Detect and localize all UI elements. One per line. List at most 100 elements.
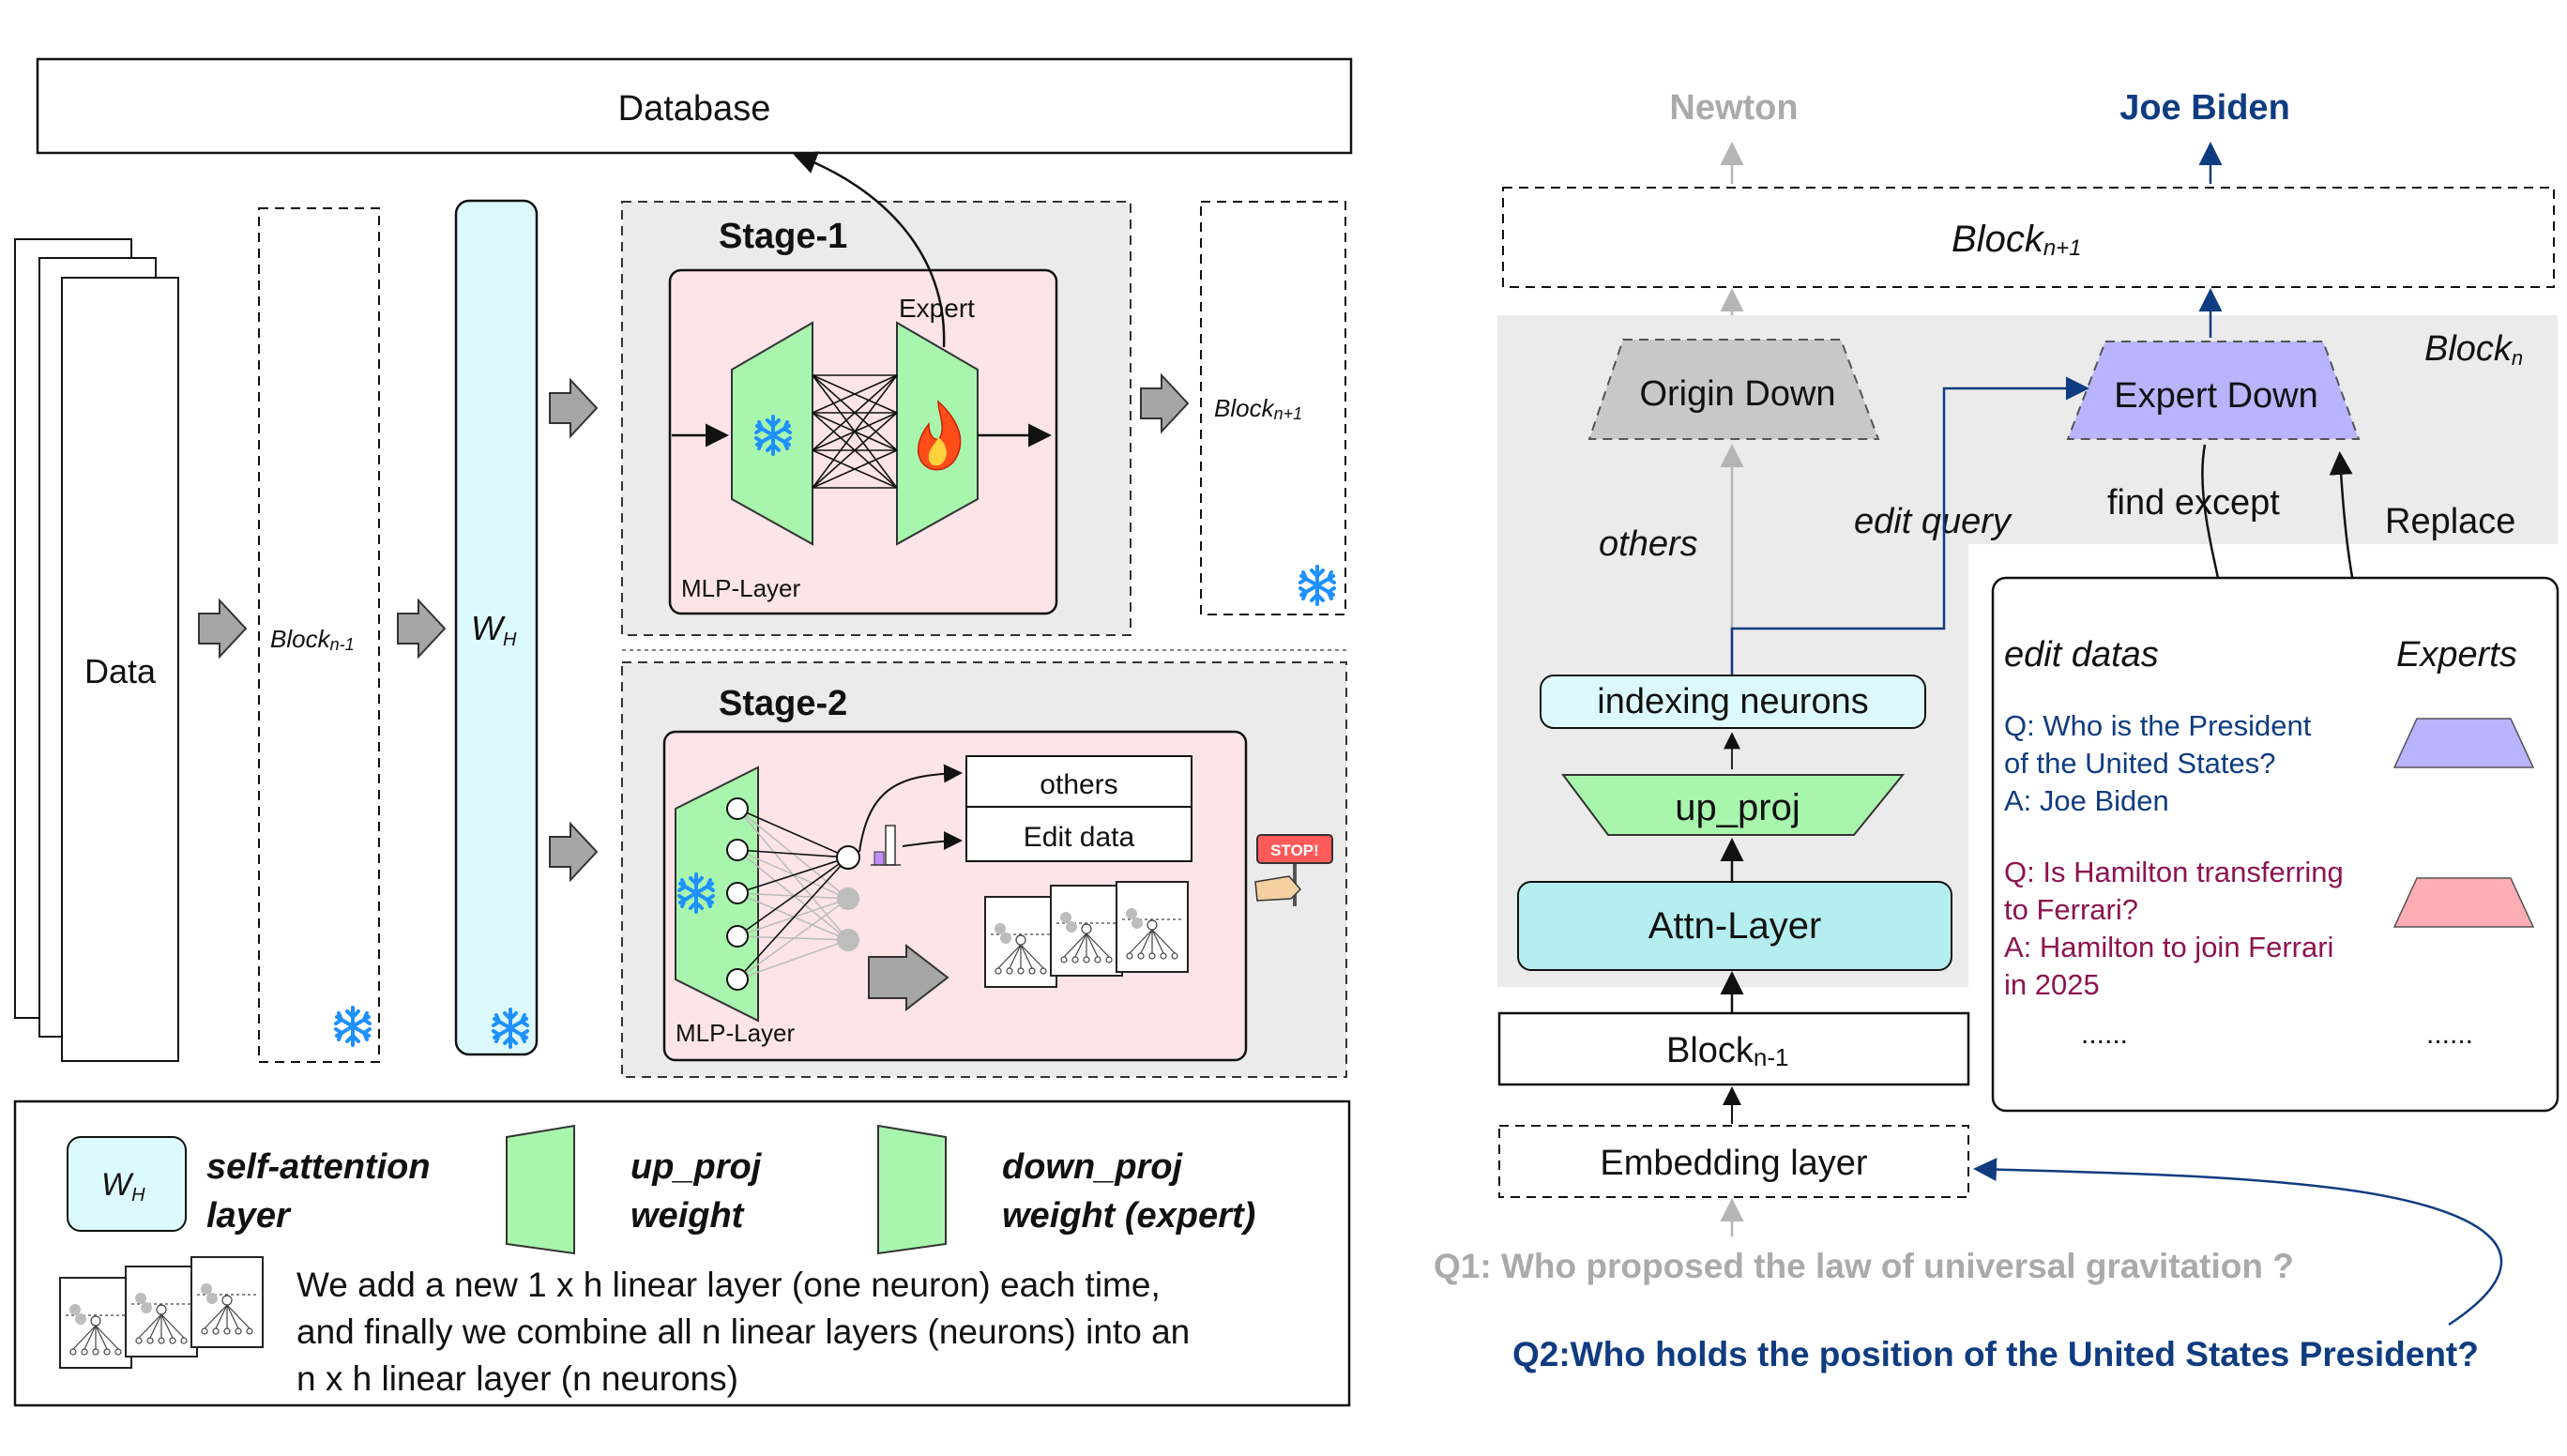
- wh-sub: H: [503, 629, 517, 650]
- block-next-right: Blockn+1: [1502, 187, 2555, 288]
- legend-down-proj-1: down_proj: [1002, 1147, 1184, 1187]
- bar-chart-icon: [871, 825, 901, 866]
- down-proj-trapezoid: [896, 321, 979, 546]
- others-route-label: others: [1599, 524, 1698, 564]
- legend-up-proj-1: up_proj: [630, 1147, 763, 1187]
- expert-purple-icon: [2392, 718, 2535, 768]
- edit-query-route-arrow: [1730, 376, 2089, 675]
- legend-wh-sub: H: [131, 1185, 145, 1206]
- question-q1: Q1: Who proposed the law of universal gr…: [1434, 1247, 2294, 1285]
- stage2-title: Stage-2: [719, 684, 847, 723]
- block-next-right-main: Block: [1952, 219, 2045, 260]
- svg-text:WH: WH: [101, 1167, 145, 1206]
- legend-wh-box: [67, 1136, 187, 1232]
- arrow-to-stage1: [549, 379, 598, 437]
- qa1-answer: A: Joe Biden: [2004, 784, 2169, 817]
- output-newton: Newton: [1669, 88, 1798, 128]
- legend-self-attention-1: self-attention: [206, 1147, 431, 1187]
- wh-main: W: [471, 609, 506, 647]
- legend-down-proj-shape: [877, 1124, 947, 1255]
- stage2-panel: Stage-2: [621, 649, 1347, 1078]
- qa1-question-1: Q: Who is the President: [2004, 709, 2312, 742]
- routing-table: [965, 755, 1192, 862]
- neuron-page-icon: [1050, 885, 1123, 977]
- qa2-answer-1: A: Hamilton to join Ferrari: [2004, 931, 2333, 963]
- qa1-question-2: of the United States?: [2004, 747, 2276, 780]
- svg-text:Blockn: Blockn: [2424, 329, 2523, 370]
- svg-text:Blockn+1: Blockn+1: [1214, 394, 1302, 423]
- qa2-answer-2: in 2025: [2004, 968, 2100, 1001]
- legend-neuron-page-icon: [59, 1277, 132, 1369]
- faded-neuron: [837, 887, 859, 910]
- database-box: Database: [36, 57, 1353, 155]
- q2-input-arrow: [1973, 1158, 2503, 1327]
- origin-down-label: Origin Down: [1639, 374, 1835, 414]
- legend-up-proj-2: weight: [630, 1196, 745, 1236]
- legend-neuron-page-icon: [190, 1256, 264, 1348]
- active-neuron: [836, 845, 860, 870]
- wh-column: WH: [454, 199, 539, 1056]
- ellipsis-right: ......: [2426, 1019, 2473, 1050]
- edit-query-label: edit query: [1854, 502, 2013, 541]
- fire-icon: [918, 400, 962, 471]
- arrow-to-neurons: [868, 943, 949, 1012]
- data-stack: Data: [14, 238, 179, 1062]
- block-prev-right-main: Block: [1666, 1031, 1754, 1070]
- block-prev-right: Blockn-1: [1497, 1011, 1970, 1086]
- mlp-label-stage1: MLP-Layer: [681, 574, 800, 602]
- others-cell: others: [1040, 769, 1117, 800]
- faded-neuron: [837, 929, 859, 951]
- legend-note-2: and finally we combine all n linear laye…: [296, 1312, 1190, 1351]
- block-n-main: Block: [2424, 329, 2514, 369]
- block-prev-right-sub: n-1: [1754, 1043, 1789, 1071]
- active-connections: [737, 808, 849, 980]
- ellipsis-left: ......: [2081, 1019, 2128, 1050]
- legend-down-proj-2: weight (expert): [1002, 1196, 1255, 1236]
- up-proj-label: up_proj: [1675, 787, 1800, 828]
- embedding-layer-label: Embedding layer: [1600, 1144, 1868, 1183]
- expert-down-trapezoid: Expert Down: [2066, 341, 2361, 440]
- arrow-data-to-block: [198, 599, 247, 658]
- legend-up-proj-shape: [506, 1124, 575, 1255]
- svg-text:Blockn-1: Blockn-1: [270, 625, 355, 654]
- edit-datas-title: edit datas: [2004, 635, 2159, 675]
- arrow-expert-to-database: [793, 151, 946, 348]
- edit-data-cell: Edit data: [1024, 822, 1135, 853]
- up-proj-trapezoid-stage2: [675, 766, 759, 1023]
- block-next-left: Blockn+1: [1200, 201, 1346, 615]
- svg-text:STOP!: STOP!: [1270, 842, 1319, 859]
- arrow-block-to-wh: [397, 599, 446, 658]
- indexing-neurons-box: indexing neurons: [1540, 675, 1926, 729]
- arrow-to-stage2: [549, 823, 598, 881]
- stage1-title: Stage-1: [719, 217, 847, 256]
- indexing-neurons-label: indexing neurons: [1597, 682, 1868, 721]
- input-neurons: [726, 797, 749, 991]
- block-next-left-main: Block: [1214, 394, 1276, 422]
- mlp-label-stage2: MLP-Layer: [676, 1019, 795, 1047]
- expert-down-label: Expert Down: [2114, 376, 2318, 416]
- expert-pink-icon: [2392, 877, 2535, 928]
- legend-note-1: We add a new 1 x h linear layer (one neu…: [296, 1266, 1161, 1304]
- svg-text:Blockn+1: Blockn+1: [1952, 219, 2082, 261]
- expert-label: Expert: [899, 294, 975, 323]
- embedding-layer-box: Embedding layer: [1498, 1125, 1969, 1198]
- block-prev-left-main: Block: [270, 625, 332, 653]
- question-q2: Q2:Who holds the position of the United …: [1512, 1335, 2479, 1373]
- find-except-label: find except: [2107, 483, 2280, 523]
- dense-connections: [812, 374, 898, 489]
- replace-label: Replace: [2385, 502, 2515, 541]
- block-n-sub: n: [2512, 346, 2523, 370]
- neuron-page-icon: [984, 896, 1057, 988]
- legend-neuron-page-icon: [125, 1266, 198, 1357]
- data-label: Data: [84, 652, 157, 690]
- stop-sign-icon: STOP!: [1254, 834, 1333, 906]
- svg-text:Blockn-1: Blockn-1: [1666, 1031, 1789, 1071]
- legend-box: WH self-attention layer up_proj weight d…: [13, 1100, 1351, 1407]
- experts-title: Experts: [2396, 635, 2517, 675]
- database-label: Database: [618, 89, 771, 129]
- attn-layer-box: Attn-Layer: [1517, 881, 1952, 971]
- output-joe-biden: Joe Biden: [2119, 88, 2290, 128]
- arrow-stage1-to-next: [1140, 374, 1189, 432]
- legend-note-3: n x h linear layer (n neurons): [296, 1359, 738, 1398]
